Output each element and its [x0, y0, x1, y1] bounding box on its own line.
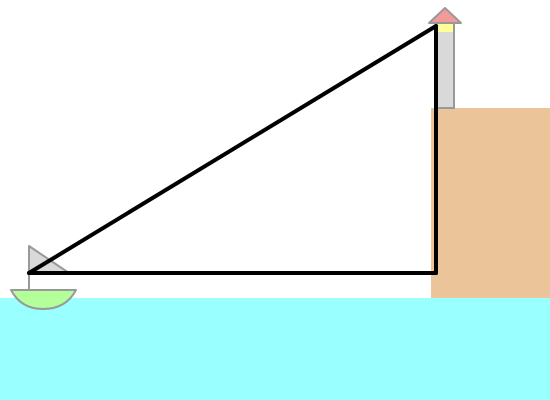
- cliff: [431, 108, 550, 298]
- line-of-sight: [27, 24, 438, 275]
- right-triangle: [27, 24, 438, 275]
- boat-hull: [10, 289, 77, 310]
- water: [0, 298, 550, 400]
- lighthouse-roof: [428, 7, 462, 24]
- lighthouse-lamp: [437, 24, 453, 32]
- lighthouse-icon: [428, 7, 462, 109]
- lighthouse-tower: [435, 23, 455, 109]
